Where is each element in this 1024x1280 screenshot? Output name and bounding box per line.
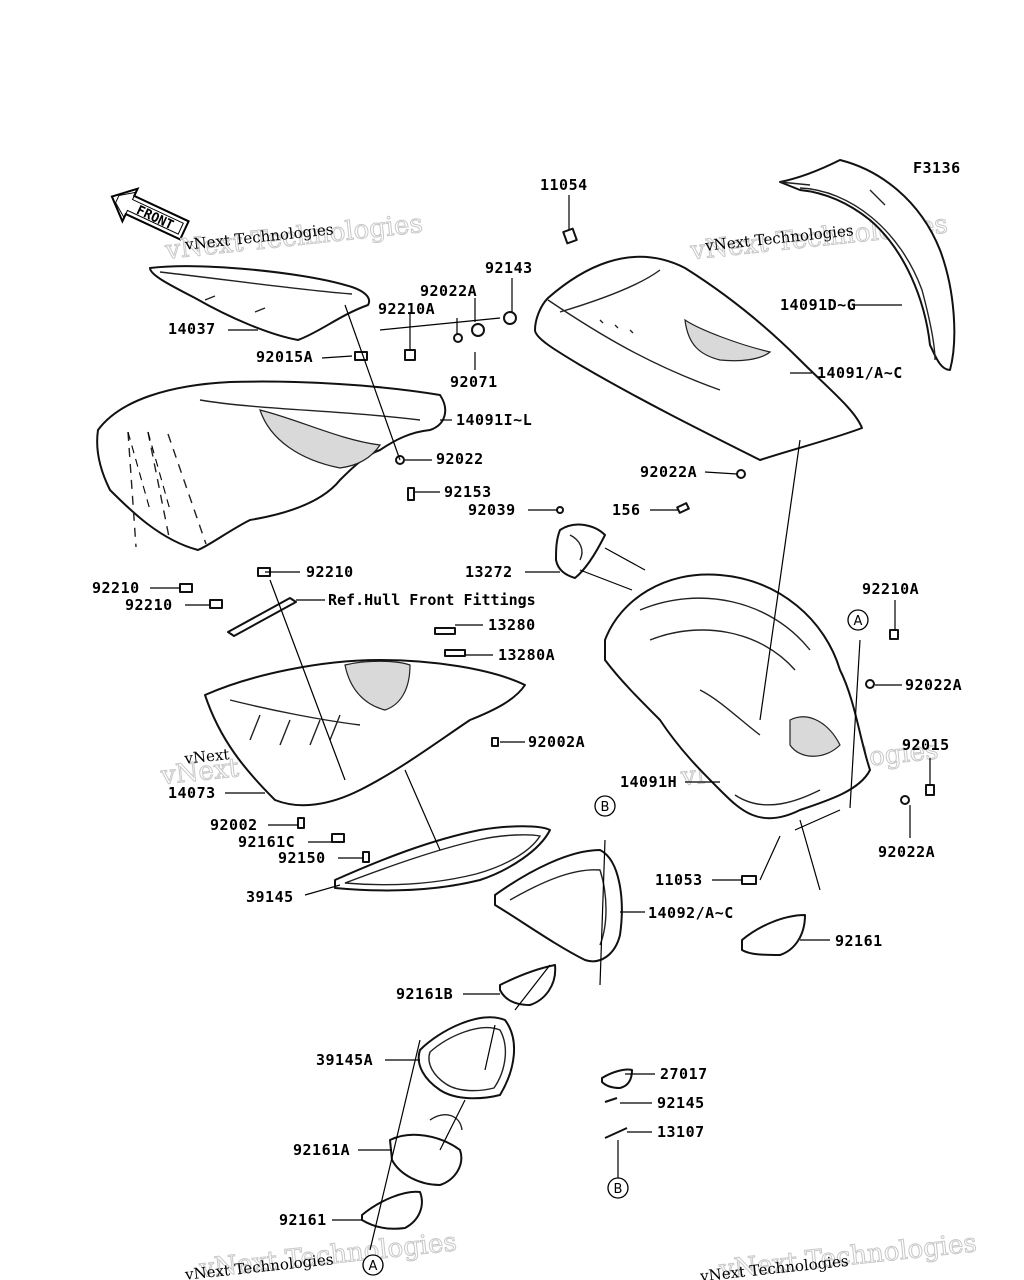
label-92039: 92039 — [468, 501, 516, 519]
part-92161B-pad — [499, 964, 557, 1006]
part-39145A-seal — [417, 1016, 516, 1100]
label-13107: 13107 — [657, 1123, 705, 1141]
label-14073: 14073 — [168, 784, 216, 802]
label-13280A: 13280A — [498, 646, 555, 664]
label-92153: 92153 — [444, 483, 492, 501]
label-92161C: 92161C — [238, 833, 295, 851]
label-39145A: 39145A — [316, 1051, 373, 1069]
label-92150: 92150 — [278, 849, 326, 867]
part-14091DG-rail — [779, 159, 956, 371]
label-92161: 92161 — [835, 932, 883, 950]
svg-text:B: B — [601, 800, 610, 815]
label-92161B: 92161B — [396, 985, 453, 1003]
ref-plate — [227, 597, 297, 637]
part-39145-seal — [334, 825, 551, 892]
part-14037-cover — [149, 265, 370, 341]
label-92145: 92145 — [657, 1094, 705, 1112]
callout-a-right: A — [847, 609, 869, 631]
label-13272: 13272 — [465, 563, 513, 581]
part-27017-pad — [601, 1068, 633, 1089]
label-13280: 13280 — [488, 616, 536, 634]
label-92161A: 92161A — [293, 1141, 350, 1159]
part-13272-bracket — [555, 523, 606, 579]
label-14037: 14037 — [168, 320, 216, 338]
label-156: 156 — [612, 501, 641, 519]
label-14091H: 14091H — [620, 773, 677, 791]
part-14091IL-front-cover — [96, 380, 447, 551]
label-39145: 39145 — [246, 888, 294, 906]
svg-text:A: A — [854, 614, 863, 629]
label-92022A: 92022A — [905, 676, 962, 694]
label-92022: 92022 — [436, 450, 484, 468]
part-14073-under-tray — [204, 659, 526, 807]
label-92002: 92002 — [210, 816, 258, 834]
label-14091AC: 14091/A~C — [817, 364, 903, 382]
label-92015: 92015 — [902, 736, 950, 754]
watermark-bottom-left: vNext Technologies vNext Technologies — [183, 1227, 458, 1280]
label-92210: 92210 — [306, 563, 354, 581]
label-92071: 92071 — [450, 373, 498, 391]
label-92210: 92210 — [92, 579, 140, 597]
watermark-top-left: vNext Technologies vNext Technologies — [163, 208, 425, 266]
label-27017: 27017 — [660, 1065, 708, 1083]
callout-b-top: B — [594, 795, 616, 817]
label-92022A: 92022A — [420, 282, 477, 300]
part-labels: 11054 92143 92022A 92210A 14037 92015A 9… — [92, 176, 962, 1229]
label-92161: 92161 — [279, 1211, 327, 1229]
callout-b-bottom: B — [607, 1177, 629, 1199]
reference-note: Ref.Hull Front Fittings — [328, 591, 536, 609]
callout-a-bottom: A — [362, 1254, 384, 1276]
part-14091AC-side-cover — [534, 255, 863, 461]
svg-text:A: A — [369, 1259, 378, 1274]
label-11054: 11054 — [540, 176, 588, 194]
label-92015A: 92015A — [256, 348, 313, 366]
label-92210: 92210 — [125, 596, 173, 614]
label-92143: 92143 — [485, 259, 533, 277]
part-14092-grille — [494, 849, 623, 963]
svg-text:B: B — [614, 1182, 623, 1197]
part-14091H-liner — [604, 573, 871, 820]
label-14092AC: 14092/A~C — [648, 904, 734, 922]
label-92022A: 92022A — [640, 463, 697, 481]
leader-lines — [150, 195, 931, 1251]
label-92210A: 92210A — [862, 580, 919, 598]
label-11053: 11053 — [655, 871, 703, 889]
figure-code: F3136 — [913, 159, 961, 177]
label-92022A: 92022A — [878, 843, 935, 861]
part-92161-pad-right — [741, 914, 806, 956]
part-92161A-cup — [389, 1114, 463, 1186]
label-92210A: 92210A — [378, 300, 435, 318]
part-92161-pad-bottom — [361, 1190, 423, 1230]
label-14091DG: 14091D~G — [780, 296, 856, 314]
label-14091IL: 14091I~L — [456, 411, 532, 429]
fasteners — [179, 227, 935, 1139]
watermark-bottom-right: vNext Technologies vNext Technologies — [698, 1228, 978, 1280]
label-92002A: 92002A — [528, 733, 585, 751]
